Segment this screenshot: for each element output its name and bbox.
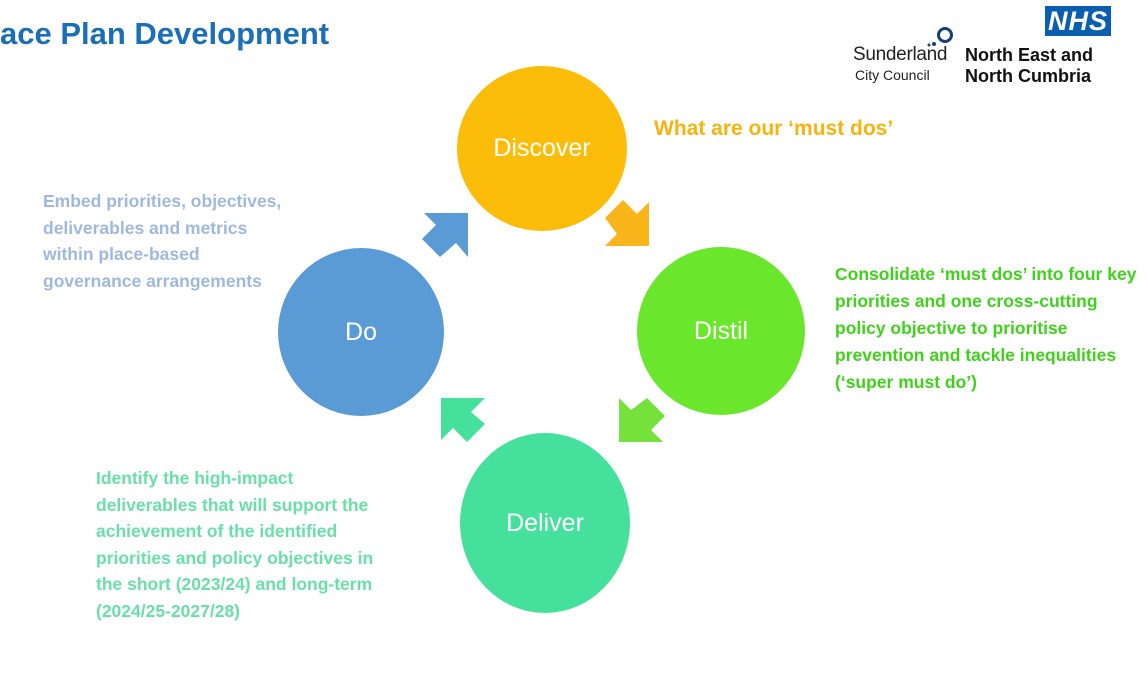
deliver-label: Deliver xyxy=(506,508,584,537)
distil-caption: Consolidate ‘must dos’ into four key pri… xyxy=(835,264,1137,392)
page-title: ace Plan Development xyxy=(0,16,330,51)
council-mark-icon xyxy=(927,27,953,47)
deliver-caption: Identify the high-impact deliverables th… xyxy=(96,468,374,621)
arrow-deliver-to-do-icon xyxy=(441,398,485,442)
sunderland-city-council-logo: Sunderland City Council xyxy=(853,24,955,94)
nhs-logo-badge: NHS xyxy=(1045,6,1111,36)
nhs-org-name: North East and North Cumbria xyxy=(965,45,1115,87)
discover-circle: Discover xyxy=(457,66,627,231)
council-subtitle: City Council xyxy=(855,67,930,83)
discover-caption: What are our ‘must dos’ xyxy=(654,117,894,140)
nhs-org-line-2: North Cumbria xyxy=(965,66,1091,86)
distil-label: Distil xyxy=(693,316,749,345)
discover-label: Discover xyxy=(493,134,591,162)
do-label: Do xyxy=(345,317,377,346)
nhs-org-line-1: North East and xyxy=(965,45,1094,65)
do-caption: Embed priorities, objectives, deliverabl… xyxy=(43,191,282,291)
council-name: Sunderland xyxy=(853,44,948,65)
distil-circle: Distil xyxy=(637,247,805,415)
arrow-do-to-discover-icon xyxy=(422,213,468,257)
deliver-circle: Deliver xyxy=(460,433,630,613)
arrow-discover-to-distil-icon xyxy=(605,200,649,246)
arrow-distil-to-deliver-icon xyxy=(619,398,665,442)
do-circle: Do xyxy=(278,248,444,416)
